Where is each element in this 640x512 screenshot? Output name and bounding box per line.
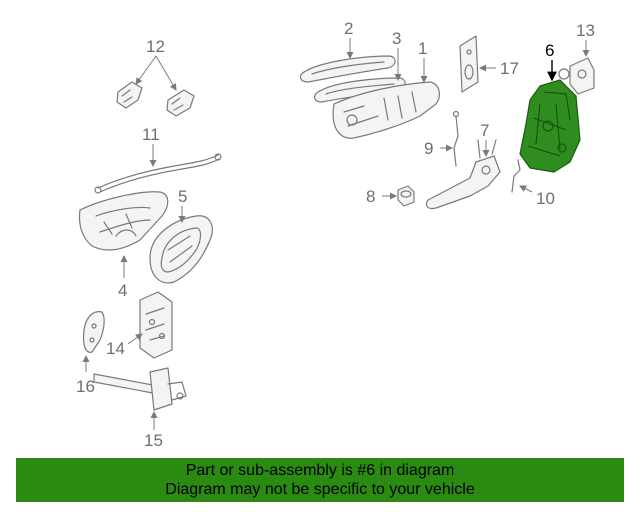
part-6-lock-actuator[interactable]: [519, 60, 581, 173]
callout-11: 11: [142, 125, 160, 144]
callout-2: 2: [344, 19, 353, 38]
part-13-bracket[interactable]: [558, 40, 595, 95]
part-10-rod[interactable]: [511, 159, 533, 193]
part-16-shim[interactable]: [82, 311, 105, 372]
callout-14: 14: [106, 339, 125, 358]
part-2-3-handle-pads[interactable]: [299, 38, 406, 103]
callout-5: 5: [178, 187, 187, 206]
callout-1: 1: [418, 39, 427, 58]
callout-3: 3: [392, 29, 401, 48]
callout-4: 4: [118, 281, 127, 300]
callout-6: 6: [545, 41, 554, 60]
callout-8: 8: [366, 187, 375, 206]
part-8-bushing[interactable]: [382, 185, 415, 207]
callout-7: 7: [480, 121, 489, 140]
part-1-outside-handle[interactable]: [332, 58, 440, 139]
part-9-rod[interactable]: [440, 110, 460, 167]
callout-13: 13: [576, 21, 595, 40]
callout-15: 15: [144, 431, 163, 450]
callout-17: 17: [500, 59, 519, 78]
part-15-door-check[interactable]: [93, 367, 187, 430]
part-17-plate[interactable]: [459, 35, 496, 93]
banner-line-2: Diagram may not be specific to your vehi…: [165, 481, 475, 498]
part-7-lever[interactable]: [425, 139, 501, 210]
part-11-cable[interactable]: [94, 144, 222, 194]
callout-9: 9: [424, 139, 433, 158]
callout-12: 12: [146, 37, 165, 56]
part-5-bezel[interactable]: [149, 206, 213, 284]
parts-diagram: 1 2 3 4 5 6 7 8 9 10 11 12 13 14 15 16 1…: [76, 19, 595, 450]
part-14-striker[interactable]: [127, 291, 173, 359]
callout-10: 10: [536, 189, 555, 208]
part-4-inside-handle[interactable]: [78, 191, 169, 278]
part-12-clips[interactable]: [116, 55, 195, 117]
info-banner: Part or sub-assembly is #6 in diagram Di…: [16, 458, 624, 502]
callout-16: 16: [76, 377, 95, 396]
banner-line-1: Part or sub-assembly is #6 in diagram: [185, 462, 455, 479]
